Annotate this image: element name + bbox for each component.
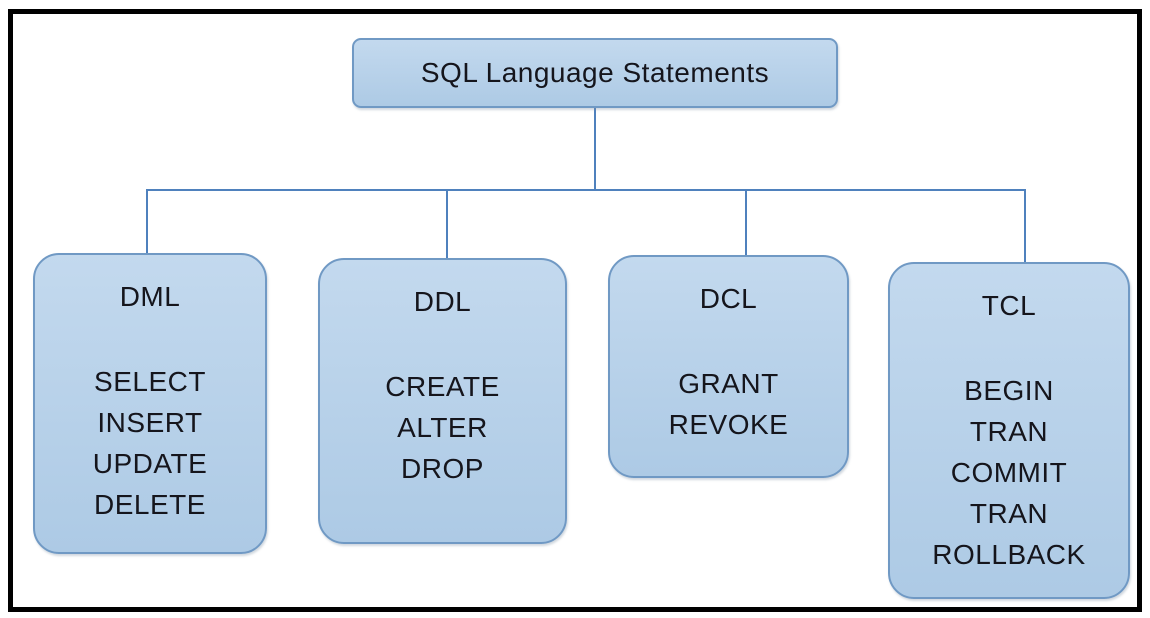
- connector-drop-dcl: [745, 189, 747, 257]
- node-sql-language-statements: SQL Language Statements: [352, 38, 838, 108]
- node-tcl: TCL BEGIN TRAN COMMIT TRAN ROLLBACK: [888, 262, 1130, 599]
- statement-label: INSERT: [97, 407, 203, 438]
- statement-label: ROLLBACK: [932, 539, 1086, 570]
- outer-frame: [8, 9, 1142, 612]
- category-items-dml: SELECT INSERT UPDATE DELETE: [35, 361, 265, 525]
- category-title-dml: DML: [119, 281, 181, 312]
- connector-drop-ddl: [446, 189, 448, 260]
- category-title-ddl: DDL: [413, 286, 472, 317]
- category-items-dcl: GRANT REVOKE: [610, 363, 847, 445]
- node-dcl: DCL GRANT REVOKE: [608, 255, 849, 478]
- node-ddl: DDL CREATE ALTER DROP: [318, 258, 567, 544]
- statement-label: TRAN: [969, 498, 1049, 529]
- diagram-title: SQL Language Statements: [420, 57, 770, 88]
- connector-title-stem: [594, 108, 596, 189]
- statement-label: COMMIT: [950, 457, 1068, 488]
- category-items-tcl: BEGIN TRAN COMMIT TRAN ROLLBACK: [890, 370, 1128, 575]
- statement-label: REVOKE: [668, 409, 789, 440]
- statement-label: DELETE: [94, 489, 206, 520]
- statement-label: UPDATE: [92, 448, 208, 479]
- statement-label: SELECT: [94, 366, 206, 397]
- statement-label: ALTER: [397, 412, 488, 443]
- statement-label: GRANT: [678, 368, 779, 399]
- node-dml: DML SELECT INSERT UPDATE DELETE: [33, 253, 267, 554]
- connector-horizontal-rail: [146, 189, 1026, 191]
- category-title-tcl: TCL: [981, 290, 1037, 321]
- connector-drop-dml: [146, 189, 148, 255]
- statement-label: CREATE: [385, 371, 500, 402]
- statement-label: TRAN: [969, 416, 1049, 447]
- connector-drop-tcl: [1024, 189, 1026, 264]
- statement-label: DROP: [401, 453, 484, 484]
- category-items-ddl: CREATE ALTER DROP: [320, 366, 565, 489]
- category-title-dcl: DCL: [699, 283, 758, 314]
- statement-label: BEGIN: [964, 375, 1054, 406]
